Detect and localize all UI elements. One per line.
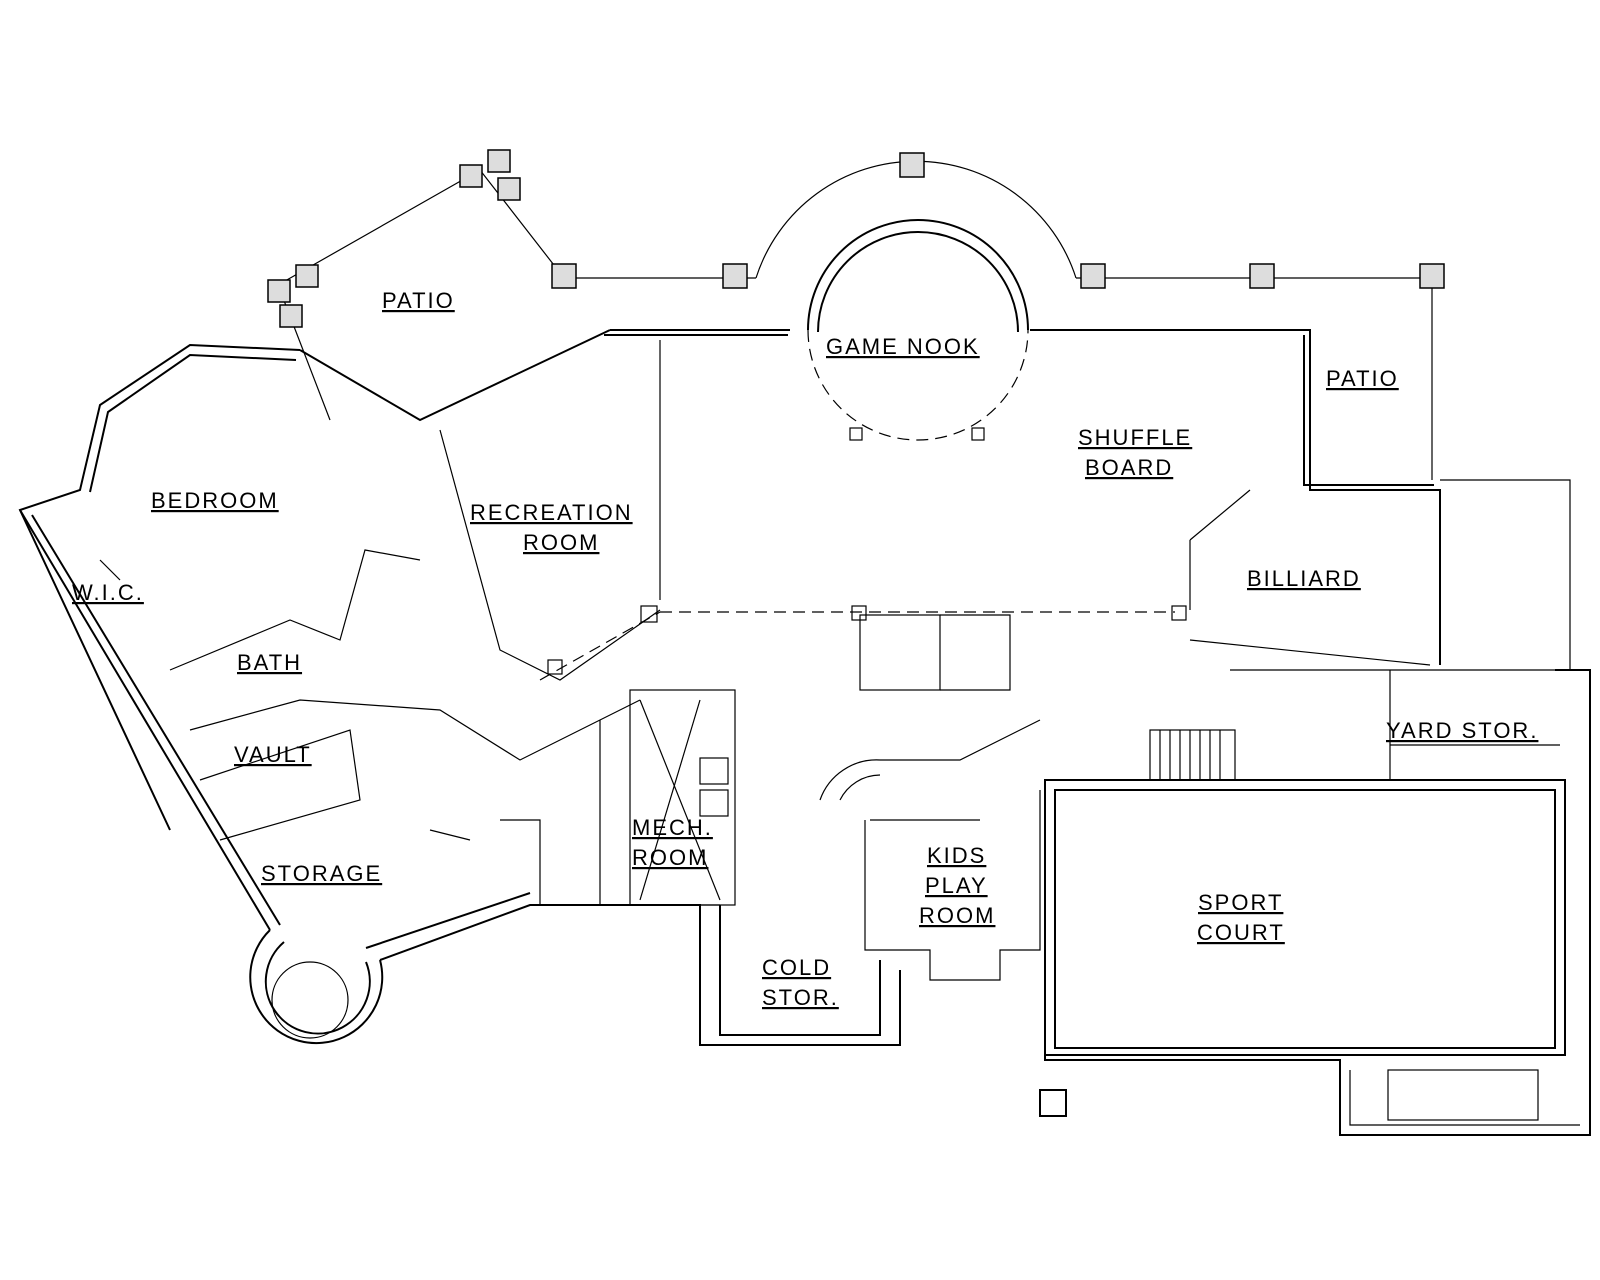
game-nook-circle xyxy=(807,219,1029,441)
label-game-nook: GAME NOOK xyxy=(826,334,980,359)
label-sport-2: COURT xyxy=(1197,920,1285,945)
patio-posts xyxy=(267,149,1445,328)
label-yard-stor: YARD STOR. xyxy=(1386,718,1538,743)
label-recreation-1: RECREATION xyxy=(470,500,633,525)
upper-patio-outline xyxy=(277,160,1433,480)
label-kids-1: KIDS xyxy=(927,843,986,868)
label-mech-1: MECH. xyxy=(632,815,713,840)
label-cold-1: COLD xyxy=(762,955,831,980)
label-kids-2: PLAY xyxy=(925,873,988,898)
label-recreation-2: ROOM xyxy=(523,530,599,555)
label-billiard: BILLIARD xyxy=(1247,566,1361,591)
room-labels: PATIO GAME NOOK PATIO BEDROOM RECREATION… xyxy=(72,288,1538,1010)
interior-walls xyxy=(99,340,1431,981)
label-mech-2: ROOM xyxy=(632,845,708,870)
label-storage: STORAGE xyxy=(261,861,382,886)
label-patio-right: PATIO xyxy=(1326,366,1399,391)
label-sport-1: SPORT xyxy=(1198,890,1283,915)
label-shuffle-2: BOARD xyxy=(1085,455,1173,480)
sport-court-walls xyxy=(1039,479,1591,1136)
label-bath: BATH xyxy=(237,650,302,675)
label-patio-left: PATIO xyxy=(382,288,455,313)
label-shuffle-1: SHUFFLE xyxy=(1078,425,1192,450)
exterior-walls xyxy=(18,329,1441,1046)
label-wic: W.I.C. xyxy=(72,580,144,605)
label-bedroom: BEDROOM xyxy=(151,488,279,513)
label-kids-3: ROOM xyxy=(919,903,995,928)
label-cold-2: STOR. xyxy=(762,985,839,1010)
label-vault: VAULT xyxy=(234,742,312,767)
